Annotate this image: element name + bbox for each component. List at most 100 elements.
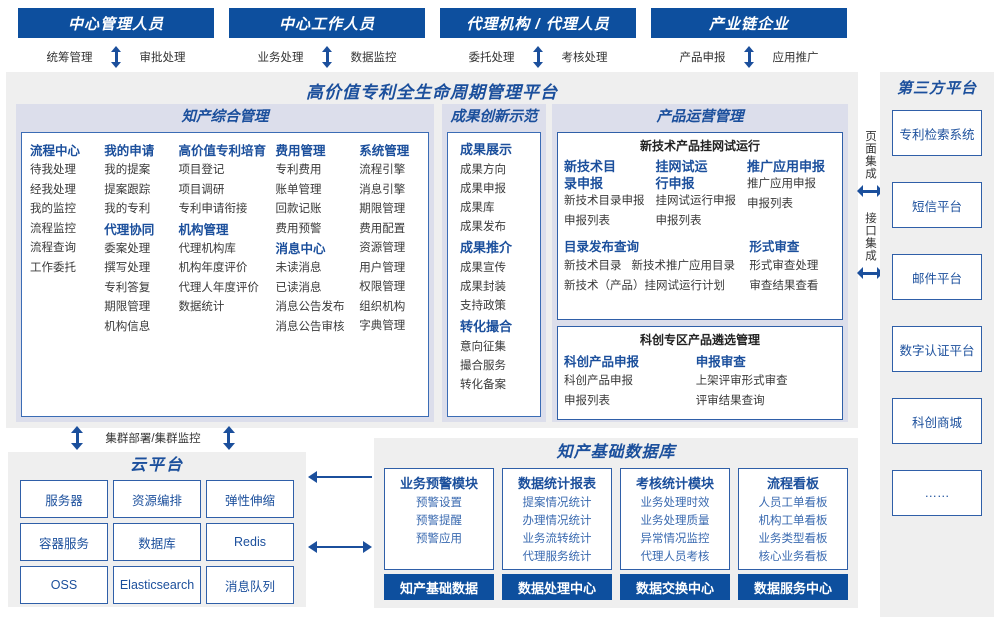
achv-item-2-0[interactable]: 意向征集 bbox=[460, 341, 506, 353]
db-card-row-2-2[interactable]: 异常情况监控 bbox=[640, 533, 710, 545]
ip-category-3-1[interactable]: 消息中心 bbox=[275, 242, 326, 256]
ip-item-3-1-0[interactable]: 未读消息 bbox=[275, 262, 322, 274]
db-card-row-1-3[interactable]: 代理服务统计 bbox=[522, 551, 592, 563]
ip-item-1-0-2[interactable]: 我的专利 bbox=[104, 203, 151, 215]
ip-category-1-1[interactable]: 代理协同 bbox=[104, 222, 155, 237]
ip-item-4-0-6[interactable]: 权限管理 bbox=[359, 281, 406, 293]
ip-item-3-0-2[interactable]: 回款记账 bbox=[275, 203, 322, 215]
ip-item-0-0-2[interactable]: 我的监控 bbox=[30, 203, 76, 215]
third-party-item-3[interactable]: 数字认证平台 bbox=[892, 326, 982, 372]
ip-item-2-0-0[interactable]: 项目登记 bbox=[178, 164, 225, 176]
db-card-row-2-3[interactable]: 代理人员考核 bbox=[640, 551, 710, 563]
prod-item-2-0[interactable]: 推广应用申报 bbox=[747, 178, 816, 190]
db-card-row-2-1[interactable]: 业务处理质量 bbox=[640, 515, 710, 527]
db-card-row-0-2[interactable]: 预警应用 bbox=[416, 533, 462, 545]
ip-item-4-0-5[interactable]: 用户管理 bbox=[359, 261, 406, 274]
third-party-item-2[interactable]: 邮件平台 bbox=[892, 254, 982, 300]
db-card-row-0-1[interactable]: 预警提醒 bbox=[416, 515, 462, 527]
ip-item-2-1-3[interactable]: 数据统计 bbox=[178, 301, 225, 313]
ip-item-2-1-2[interactable]: 代理人年度评价 bbox=[178, 281, 259, 294]
ip-item-3-1-1[interactable]: 已读消息 bbox=[275, 281, 322, 294]
third-party-item-1[interactable]: 短信平台 bbox=[892, 182, 982, 228]
db-footer-3[interactable]: 数据服务中心 bbox=[738, 574, 848, 600]
ip-item-1-1-3[interactable]: 期限管理 bbox=[104, 301, 151, 313]
ip-category-0-0[interactable]: 流程中心 bbox=[30, 144, 81, 158]
ip-item-1-0-0[interactable]: 我的提案 bbox=[104, 164, 151, 176]
db-card-row-2-0[interactable]: 业务处理时效 bbox=[640, 497, 710, 509]
prod-item-0-1[interactable]: 申报列表 bbox=[564, 214, 610, 227]
prod-dir-publish-category[interactable]: 目录发布查询 bbox=[564, 240, 640, 254]
ip-item-1-1-2[interactable]: 专利答复 bbox=[104, 281, 151, 294]
ip-item-0-0-5[interactable]: 工作委托 bbox=[30, 261, 76, 274]
db-card-row-3-1[interactable]: 机构工单看板 bbox=[758, 515, 828, 527]
ip-item-0-0-0[interactable]: 待我处理 bbox=[30, 164, 76, 176]
prod-category-0[interactable]: 新技术目录申报 bbox=[564, 159, 617, 191]
ip-item-3-1-3[interactable]: 消息公告审核 bbox=[275, 320, 345, 333]
ip-item-2-0-2[interactable]: 专利申请衔接 bbox=[178, 203, 248, 215]
prod-item-2-1[interactable]: 申报列表 bbox=[747, 197, 793, 210]
db-footer-1[interactable]: 数据处理中心 bbox=[502, 574, 612, 600]
db-card-row-1-1[interactable]: 办理情况统计 bbox=[522, 515, 592, 527]
achv-item-0-3[interactable]: 成果发布 bbox=[460, 221, 506, 233]
prod-dir-publish-item-2[interactable]: 新技术（产品）挂网试运行计划 bbox=[564, 279, 725, 292]
prod-category-2[interactable]: 推广应用申报 bbox=[747, 159, 826, 174]
ip-item-0-0-1[interactable]: 经我处理 bbox=[30, 183, 76, 196]
ip-item-4-0-1[interactable]: 消息引擎 bbox=[359, 183, 406, 196]
prod-category-1[interactable]: 挂网试运行申报 bbox=[655, 159, 708, 191]
achv-item-2-1[interactable]: 撮合服务 bbox=[460, 360, 506, 372]
prod-form-review-category[interactable]: 形式审查 bbox=[749, 240, 800, 254]
third-party-item-4[interactable]: 科创商城 bbox=[892, 398, 982, 444]
ip-item-1-1-1[interactable]: 撰写处理 bbox=[104, 262, 151, 274]
prod-dir-publish-item-0[interactable]: 新技术目录 bbox=[564, 260, 622, 272]
cloud-cell-5[interactable]: Redis bbox=[206, 523, 294, 561]
ip-item-1-1-4[interactable]: 机构信息 bbox=[104, 320, 151, 333]
prod-form-review-item-1[interactable]: 审查结果查看 bbox=[749, 279, 819, 292]
sci-category-1[interactable]: 申报审查 bbox=[695, 355, 746, 369]
ip-category-2-1[interactable]: 机构管理 bbox=[178, 222, 229, 237]
ip-item-4-0-0[interactable]: 流程引擎 bbox=[359, 164, 406, 176]
sci-category-0[interactable]: 科创产品申报 bbox=[564, 355, 640, 369]
achv-item-2-2[interactable]: 转化备案 bbox=[460, 379, 506, 391]
ip-item-3-0-1[interactable]: 账单管理 bbox=[275, 183, 322, 196]
achv-category-0[interactable]: 成果展示 bbox=[460, 142, 513, 157]
cloud-cell-4[interactable]: 数据库 bbox=[113, 523, 201, 561]
ip-item-0-0-3[interactable]: 流程监控 bbox=[30, 222, 76, 235]
ip-item-4-0-8[interactable]: 字典管理 bbox=[359, 320, 406, 332]
cloud-cell-7[interactable]: Elasticsearch bbox=[113, 566, 201, 604]
achv-category-2[interactable]: 转化撮合 bbox=[460, 319, 513, 334]
ip-item-3-0-3[interactable]: 费用预警 bbox=[275, 222, 322, 235]
prod-item-0-0[interactable]: 新技术目录申报 bbox=[564, 195, 645, 207]
achv-item-0-1[interactable]: 成果申报 bbox=[460, 183, 506, 195]
cloud-cell-1[interactable]: 资源编排 bbox=[113, 480, 201, 518]
db-card-row-1-2[interactable]: 业务流转统计 bbox=[522, 533, 592, 545]
achv-item-0-0[interactable]: 成果方向 bbox=[460, 164, 506, 176]
cloud-cell-6[interactable]: OSS bbox=[20, 566, 108, 604]
db-footer-2[interactable]: 数据交换中心 bbox=[620, 574, 730, 600]
cloud-cell-8[interactable]: 消息队列 bbox=[206, 566, 294, 604]
achv-category-1[interactable]: 成果推介 bbox=[460, 240, 513, 255]
prod-dir-publish-item-1[interactable]: 新技术推广应用目录 bbox=[631, 260, 736, 272]
ip-item-4-0-2[interactable]: 期限管理 bbox=[359, 203, 406, 215]
cloud-cell-3[interactable]: 容器服务 bbox=[20, 523, 108, 561]
ip-item-4-0-3[interactable]: 费用配置 bbox=[359, 222, 406, 235]
db-card-row-3-2[interactable]: 业务类型看板 bbox=[758, 533, 828, 545]
ip-item-1-1-0[interactable]: 委案处理 bbox=[104, 242, 151, 255]
achv-item-1-2[interactable]: 支持政策 bbox=[460, 300, 506, 312]
ip-item-3-1-2[interactable]: 消息公告发布 bbox=[275, 301, 345, 313]
ip-category-4-0[interactable]: 系统管理 bbox=[359, 144, 410, 158]
third-party-item-0[interactable]: 专利检索系统 bbox=[892, 110, 982, 156]
ip-item-2-0-1[interactable]: 项目调研 bbox=[178, 183, 225, 196]
ip-item-4-0-4[interactable]: 资源管理 bbox=[359, 242, 406, 254]
ip-category-1-0[interactable]: 我的申请 bbox=[104, 144, 155, 158]
achv-item-0-2[interactable]: 成果库 bbox=[460, 202, 495, 214]
db-card-row-3-3[interactable]: 核心业务看板 bbox=[758, 551, 828, 563]
db-card-row-0-0[interactable]: 预警设置 bbox=[416, 497, 462, 509]
ip-item-4-0-7[interactable]: 组织机构 bbox=[359, 300, 406, 313]
ip-category-2-0[interactable]: 高价值专利培育 bbox=[178, 144, 266, 158]
prod-item-1-0[interactable]: 挂网试运行申报 bbox=[655, 195, 737, 207]
ip-item-3-0-0[interactable]: 专利费用 bbox=[275, 164, 322, 176]
db-card-row-1-0[interactable]: 提案情况统计 bbox=[522, 497, 592, 509]
third-party-item-5[interactable]: …… bbox=[892, 470, 982, 516]
ip-item-2-1-0[interactable]: 代理机构库 bbox=[178, 242, 236, 255]
db-footer-0[interactable]: 知产基础数据 bbox=[384, 574, 494, 600]
